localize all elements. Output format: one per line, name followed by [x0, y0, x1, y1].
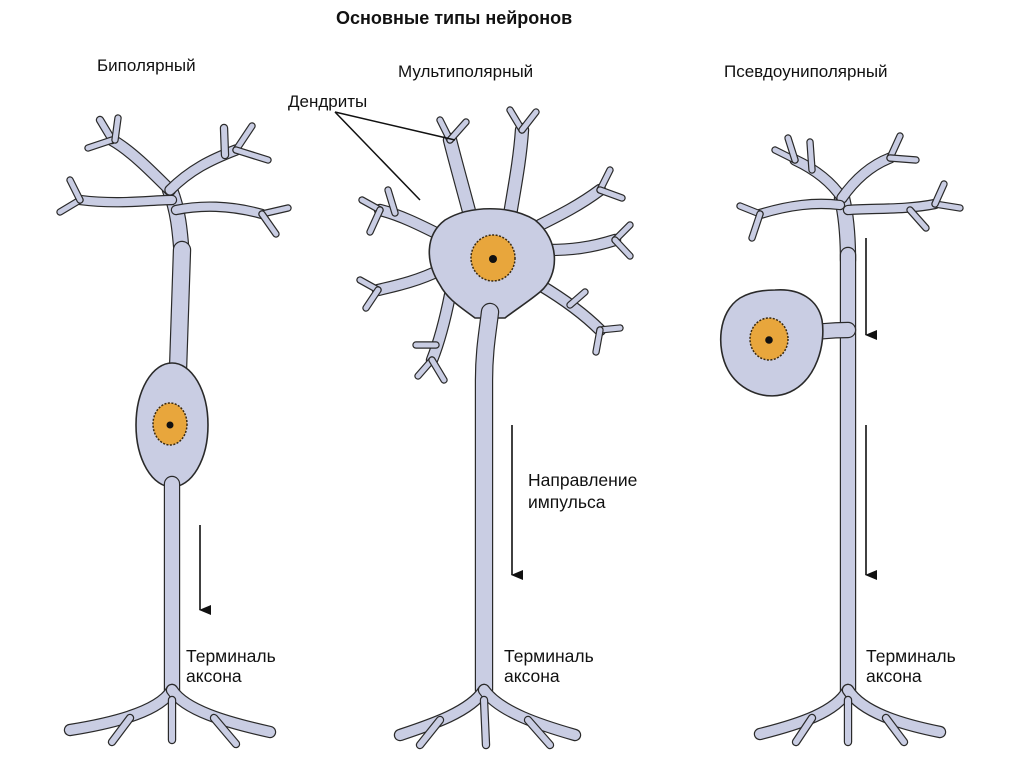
neuron-process [785, 135, 798, 163]
neuron-process [395, 685, 489, 740]
pseudounipolar-terminal-line2: аксона [866, 666, 922, 686]
neuron-process [429, 357, 447, 383]
multipolar-neuron [356, 106, 634, 750]
neuron-process [597, 187, 625, 201]
neuron-process [749, 211, 763, 241]
neuron-process [887, 155, 919, 163]
bipolar-terminal-line2: аксона [186, 666, 242, 686]
neuron-process [97, 117, 115, 143]
neuron-process [259, 205, 291, 217]
neuron-process [756, 199, 844, 218]
pseudounipolar-label: Псевдоуниполярный [724, 62, 888, 81]
pseudounipolar-dendrites [736, 132, 964, 269]
neuron-process [259, 211, 279, 237]
neuron-process [221, 125, 228, 158]
neuron-process [170, 242, 190, 378]
neuron-process [481, 697, 489, 748]
neuron-process [593, 327, 603, 355]
neuron-process [883, 715, 907, 745]
neuron-process [363, 287, 381, 311]
dendrites-label: Дендриты [288, 92, 368, 111]
neuron-process [519, 109, 539, 133]
neuron-process [444, 134, 476, 221]
multipolar-nucleolus [489, 255, 497, 263]
pseudounipolar-neuron [719, 132, 964, 747]
neuron-process [597, 167, 613, 193]
bipolar-label: Биполярный [97, 56, 196, 75]
neuron-process [385, 187, 398, 216]
neuron-process [85, 137, 115, 151]
neuron-process [417, 717, 443, 748]
multipolar-label: Мультиполярный [398, 62, 534, 81]
neuron-process [233, 147, 271, 163]
impulse-label-line1: Направление [528, 470, 638, 490]
bipolar-neuron [56, 114, 292, 749]
neuron-process [790, 155, 847, 203]
neuron-process [427, 290, 455, 365]
neuron-process [887, 133, 903, 161]
multipolar-terminal-line2: аксона [504, 666, 560, 686]
neuron-process [476, 304, 498, 698]
neuron-process [167, 685, 275, 737]
neuron-process [172, 202, 266, 218]
neuron-process [367, 207, 383, 235]
pseudounipolar-nucleolus [765, 336, 773, 344]
bipolar-dendrites [56, 114, 292, 267]
neuron-process [112, 115, 121, 143]
pseudounipolar-terminal-line1: Терминаль [866, 646, 956, 666]
neuron-process [479, 685, 580, 740]
neuron-process [844, 200, 939, 214]
neuron-process [76, 196, 176, 207]
neuron-process [504, 124, 528, 221]
neuron-process [233, 123, 255, 153]
multipolar-terminal-line1: Терминаль [504, 646, 594, 666]
impulse-label-line2: импульса [528, 492, 606, 512]
neuron-process [109, 715, 133, 745]
neuron-process [535, 185, 605, 230]
neuron-process [57, 197, 83, 215]
neuron-process [525, 717, 553, 748]
neuron-process [535, 280, 605, 335]
neuron-process [612, 237, 633, 259]
neuron-process [807, 139, 815, 173]
neuron-process [567, 289, 588, 308]
neuron-process [907, 207, 929, 231]
bipolar-nucleolus [166, 421, 174, 429]
neuron-process [375, 205, 445, 240]
neuron-process [932, 181, 947, 207]
diagram-title: Основные типы нейронов [336, 8, 573, 28]
neuron-process [65, 685, 177, 735]
impulse-arrows [199, 238, 877, 615]
neuron-process [107, 135, 175, 195]
neuron-process [447, 119, 469, 143]
neuron-process [67, 177, 83, 203]
bipolar-terminal-line1: Терминаль [186, 646, 276, 666]
neuron-process [932, 201, 963, 211]
neuron-process [793, 715, 815, 745]
dendrites-leader-lines [334, 111, 456, 201]
neuron-process [837, 153, 895, 203]
neuron-process [211, 715, 239, 747]
